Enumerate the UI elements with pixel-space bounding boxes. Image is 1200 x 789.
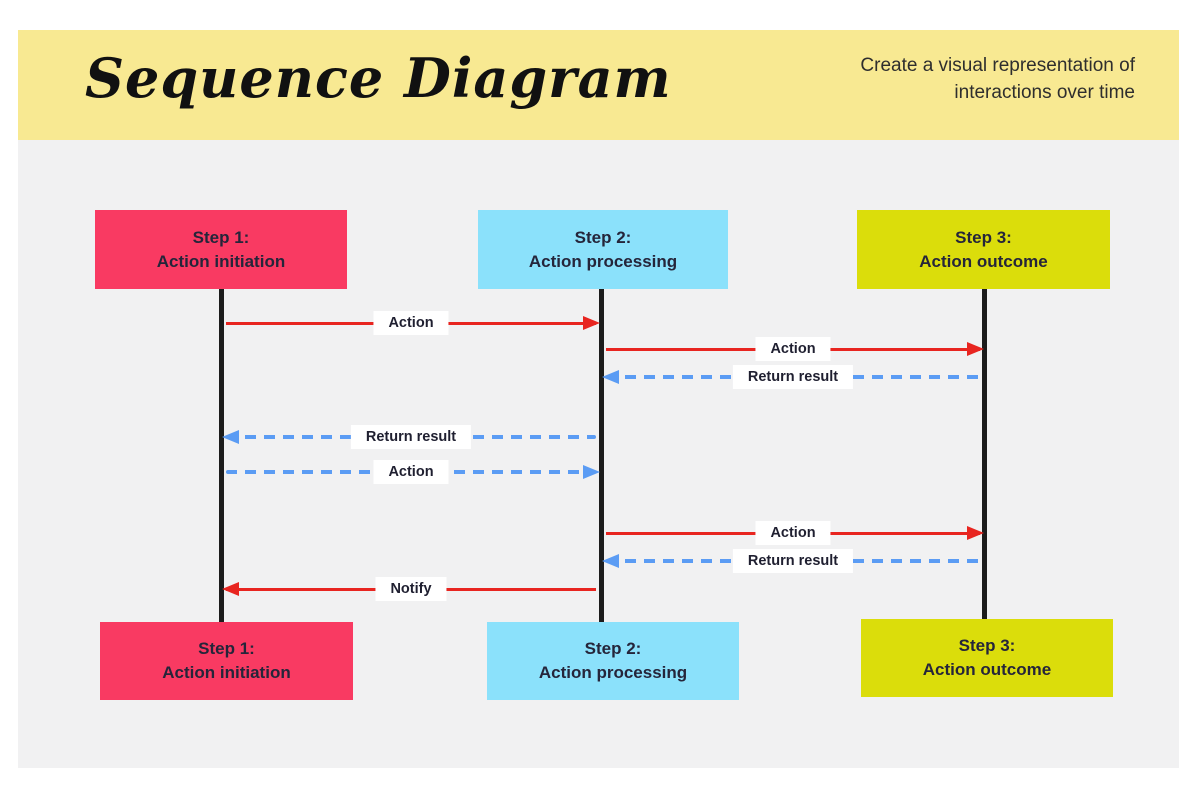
actor-title: Step 1: (198, 639, 255, 658)
arrowhead-right-icon (583, 465, 600, 479)
actor-title: Step 2: (584, 639, 642, 658)
actor-title: Step 3: (958, 636, 1016, 655)
header-band: Sequence Diagram Create a visual represe… (18, 30, 1179, 140)
actor-title: Step 2: (574, 227, 632, 247)
arrowhead-right-icon (967, 526, 984, 540)
actor-subtitle: Action processing (528, 251, 678, 271)
arrowhead-left-icon (602, 370, 619, 384)
lifeline-step3 (982, 288, 987, 624)
actor-subtitle: Action processing (538, 663, 688, 682)
arrowhead-left-icon (602, 554, 619, 568)
lifeline-step2 (599, 288, 604, 624)
arrowhead-left-icon (222, 582, 239, 596)
actor-box-step2-top: Step 2: Action processing (478, 210, 728, 289)
arrowhead-right-icon (967, 342, 984, 356)
actor-title: Step 1: (192, 227, 250, 247)
actor-subtitle: Action outcome (919, 251, 1048, 271)
arrowhead-left-icon (222, 430, 239, 444)
actor-subtitle: Action initiation (162, 663, 291, 682)
message-label: Action (373, 460, 449, 484)
actor-box-step1-top: Step 1: Action initiation (95, 210, 347, 289)
actor-subtitle: Action outcome (922, 660, 1052, 679)
actor-subtitle: Action initiation (156, 251, 286, 271)
message-label: Notify (375, 577, 447, 601)
message-label: Return result (732, 365, 854, 389)
page-title: Sequence Diagram (85, 46, 672, 110)
actor-box-step2-bottom: Step 2: Action processing (487, 622, 739, 700)
actor-box-step3-bottom: Step 3: Action outcome (861, 619, 1113, 697)
message-label: Action (755, 337, 831, 361)
diagram-canvas: Step 1: Action initiation Step 2: Action… (18, 140, 1179, 768)
message-label: Return result (350, 425, 472, 449)
actor-box-step3-top: Step 3: Action outcome (857, 210, 1110, 289)
message-label: Action (373, 311, 449, 335)
message-label: Return result (732, 549, 854, 573)
actor-title: Step 3: (955, 227, 1012, 247)
actor-box-step1-bottom: Step 1: Action initiation (100, 622, 353, 700)
arrowhead-right-icon (583, 316, 600, 330)
lifeline-step1 (219, 288, 224, 624)
page-subtitle: Create a visual representation of intera… (860, 55, 1135, 103)
message-label: Action (755, 521, 831, 545)
